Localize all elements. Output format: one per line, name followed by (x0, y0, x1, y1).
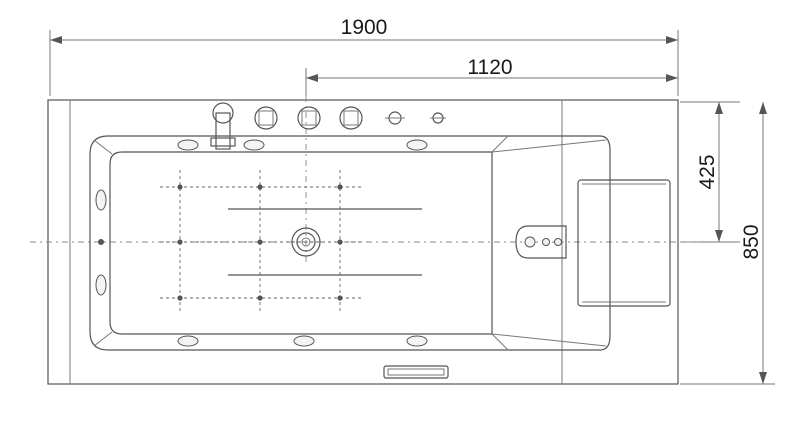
valve-knob-2 (297, 106, 321, 130)
dimension-1900: 1900 (49, 16, 679, 96)
dimension-1120: 1120 (305, 56, 678, 96)
headrest-pillow (577, 179, 671, 307)
dimension-label-425: 425 (696, 154, 719, 189)
wall-jets (95, 139, 428, 347)
head-control-panel (515, 225, 567, 259)
dimension-425: 425 (680, 101, 740, 243)
dimension-label-850: 850 (740, 224, 763, 259)
drain (291, 227, 321, 257)
deck-fittings (210, 102, 446, 150)
dimension-label-1120: 1120 (467, 56, 512, 79)
valve-knob-1 (254, 106, 278, 130)
floor-airjet-grid (160, 170, 422, 312)
tub-basin (89, 135, 611, 351)
grab-handle (383, 365, 449, 379)
dimension-label-1900: 1900 (341, 16, 388, 39)
dimension-850: 850 (680, 102, 775, 385)
valve-knob-3 (339, 106, 363, 130)
